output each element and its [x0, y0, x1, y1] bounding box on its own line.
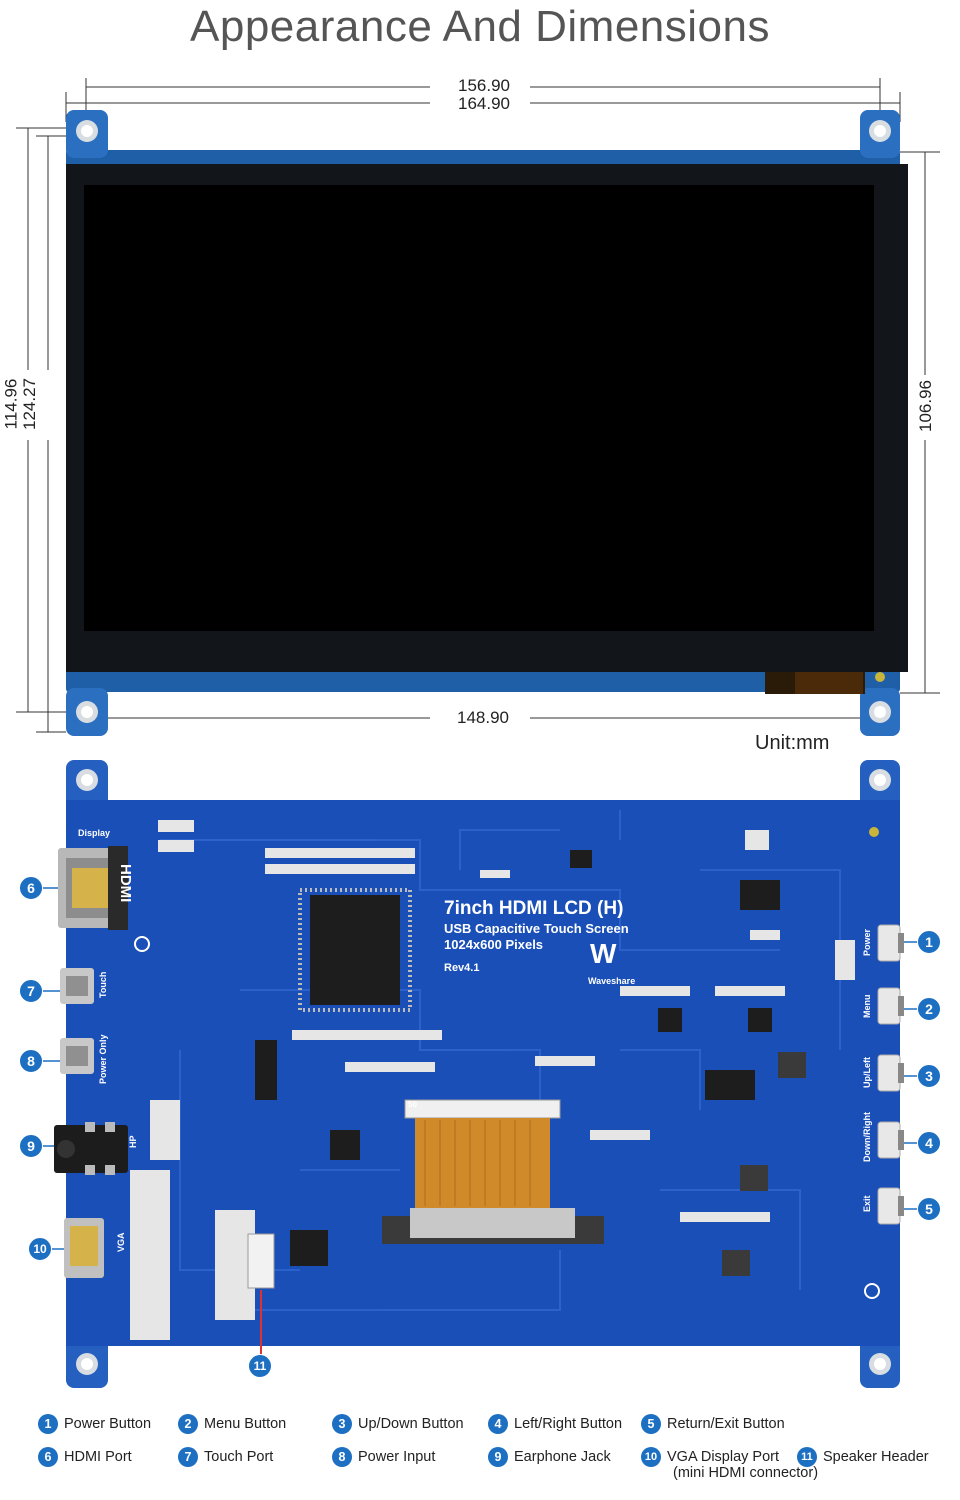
callout-4: 4 — [917, 1131, 941, 1155]
callout-10: 10 — [28, 1237, 52, 1261]
legend-item-power-input: 8 Power Input — [332, 1447, 435, 1467]
dim-top-outer: 164.90 — [456, 94, 512, 114]
dim-top-inner: 156.90 — [456, 76, 512, 96]
legend-number: 11 — [797, 1447, 817, 1467]
silk-exit: Exit — [862, 1195, 872, 1212]
dim-left-outer: 124.27 — [20, 376, 40, 432]
callout-11: 11 — [248, 1354, 272, 1378]
dim-right: 106.96 — [916, 378, 936, 434]
brand-name: Waveshare — [588, 976, 636, 986]
legend-label: Up/Down Button — [358, 1416, 464, 1432]
board-product-name: 7inch HDMI LCD (H) — [444, 898, 624, 919]
unit-label: Unit:mm — [755, 732, 830, 754]
silk-touch: Touch — [98, 971, 108, 998]
legend-item-touch-port: 7 Touch Port — [178, 1447, 273, 1467]
silk-connector-pin: 50 — [408, 1100, 417, 1109]
board-revision: Rev4.1 — [444, 962, 480, 974]
callout-2: 2 — [917, 997, 941, 1021]
pcb-back-view — [40, 760, 918, 1388]
lcd-screen — [84, 185, 874, 631]
legend-label: Left/Right Button — [514, 1416, 623, 1432]
legend-number: 2 — [178, 1414, 198, 1434]
mounting-tabs — [66, 110, 900, 736]
legend-label: Power Input — [358, 1449, 436, 1465]
callout-9: 9 — [19, 1134, 43, 1158]
callout-7: 7 — [19, 979, 43, 1003]
silk-menu: Menu — [862, 994, 872, 1019]
page-title: Appearance And Dimensions — [190, 2, 770, 51]
silk-power-only: Power Only — [98, 1034, 108, 1084]
legend-number: 9 — [488, 1447, 508, 1467]
brand-logo: W — [590, 938, 617, 969]
silk-down-right: Down/Right — [862, 1112, 872, 1162]
callout-1: 1 — [917, 930, 941, 954]
legend-sublabel: (mini HDMI connector) — [673, 1465, 819, 1481]
silk-up-left: Up/Left — [862, 1057, 872, 1088]
legend-label: Return/Exit Button — [667, 1416, 785, 1432]
legend-item-speaker-header: 11 Speaker Header — [797, 1447, 929, 1467]
dim-left-inner: 114.96 — [1, 376, 22, 432]
board-subtitle: USB Capacitive Touch Screen — [444, 921, 629, 936]
legend-number: 7 — [178, 1447, 198, 1467]
legend-item-up-down-button: 3 Up/Down Button — [332, 1414, 464, 1434]
legend-label: Earphone Jack — [514, 1449, 611, 1465]
legend-number: 3 — [332, 1414, 352, 1434]
legend-label: Speaker Header — [823, 1449, 929, 1465]
legend-item-earphone-jack: 9 Earphone Jack — [488, 1447, 611, 1467]
legend-item-vga-display-port: 10 VGA Display Port (mini HDMI connector) — [641, 1447, 818, 1481]
board-resolution: 1024x600 Pixels — [444, 937, 544, 952]
callout-3: 3 — [917, 1064, 941, 1088]
legend-number: 6 — [38, 1447, 58, 1467]
silk-hdmi: HDMI — [117, 864, 134, 903]
legend-number: 4 — [488, 1414, 508, 1434]
legend-number: 5 — [641, 1414, 661, 1434]
silk-hp: HP — [128, 1135, 138, 1148]
legend-item-return-exit-button: 5 Return/Exit Button — [641, 1414, 785, 1434]
legend-number: 8 — [332, 1447, 352, 1467]
dimension-lines — [16, 78, 940, 733]
dim-bottom: 148.90 — [455, 708, 511, 728]
front-view-drawing — [16, 78, 940, 736]
legend-item-hdmi-port: 6 HDMI Port — [38, 1447, 132, 1467]
legend-label: Touch Port — [204, 1449, 274, 1465]
silk-power: Power — [862, 928, 872, 956]
legend-number: 1 — [38, 1414, 58, 1434]
callout-5: 5 — [917, 1197, 941, 1221]
callout-8: 8 — [19, 1049, 43, 1073]
legend-item-power-button: 1 Power Button — [38, 1414, 151, 1434]
legend-item-left-right-button: 4 Left/Right Button — [488, 1414, 622, 1434]
legend-label: VGA Display Port — [667, 1449, 780, 1465]
silk-vga: VGA — [116, 1232, 126, 1252]
legend-number: 10 — [641, 1447, 661, 1467]
callout-6: 6 — [19, 876, 43, 900]
silk-display: Display — [78, 828, 111, 838]
legend-label: Menu Button — [204, 1416, 287, 1432]
legend-label: Power Button — [64, 1416, 152, 1432]
legend-label: HDMI Port — [64, 1449, 132, 1465]
legend-item-menu-button: 2 Menu Button — [178, 1414, 286, 1434]
